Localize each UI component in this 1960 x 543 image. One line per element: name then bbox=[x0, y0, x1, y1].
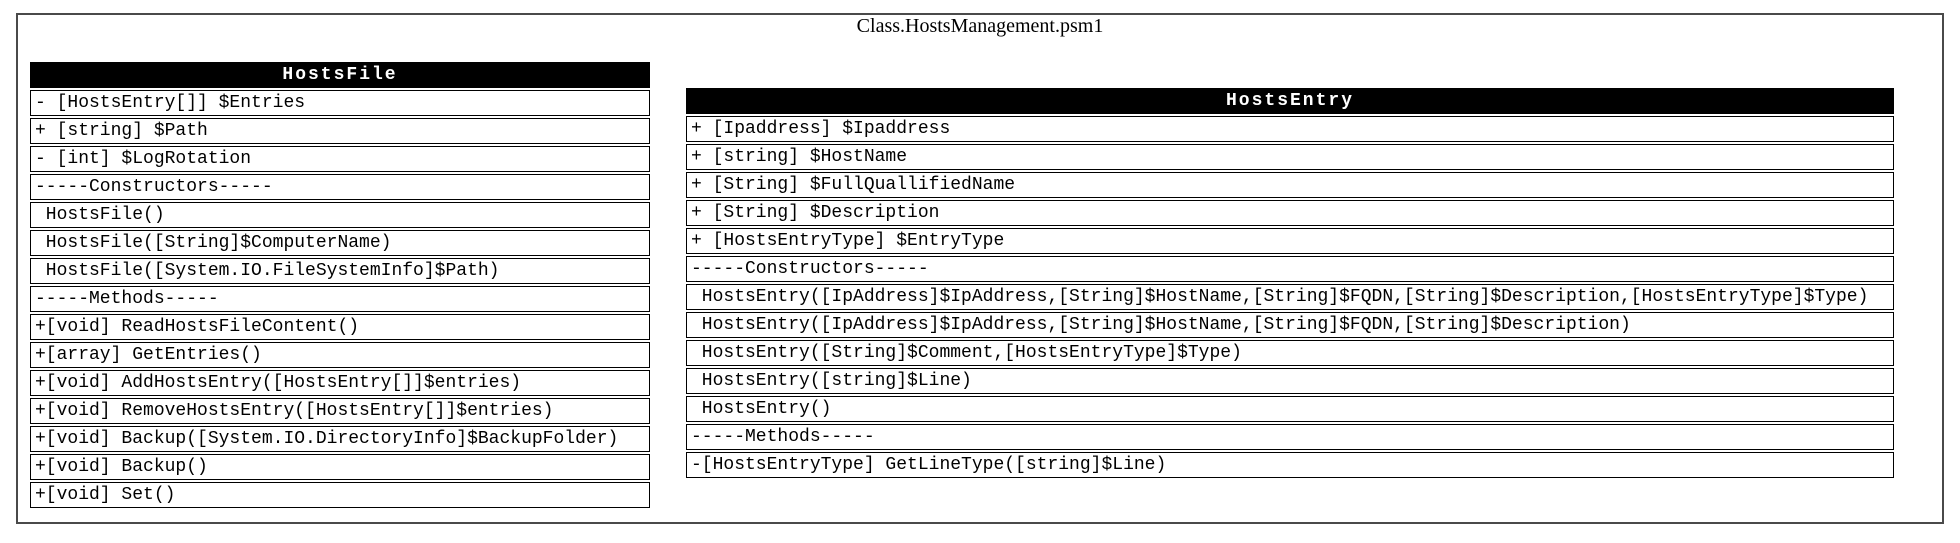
constructor-row: HostsEntry([IpAddress]$IpAddress,[String… bbox=[686, 312, 1894, 338]
diagram-title: Class.HostsManagement.psm1 bbox=[856, 15, 1104, 37]
method-row: +[array] GetEntries() bbox=[30, 342, 650, 368]
constructor-row: HostsFile() bbox=[30, 202, 650, 228]
member-row: + [string] $HostName bbox=[686, 144, 1894, 170]
class-header-hostsfile: HostsFile bbox=[30, 62, 650, 88]
section-separator-row: -----Constructors----- bbox=[30, 174, 650, 200]
method-row: +[void] Backup() bbox=[30, 454, 650, 480]
member-row: + [String] $FullQuallifiedName bbox=[686, 172, 1894, 198]
constructor-row: HostsEntry([IpAddress]$IpAddress,[String… bbox=[686, 284, 1894, 310]
class-box-hostsfile: HostsFile - [HostsEntry[]] $Entries + [s… bbox=[30, 62, 650, 510]
member-row: - [int] $LogRotation bbox=[30, 146, 650, 172]
member-row: - [HostsEntry[]] $Entries bbox=[30, 90, 650, 116]
method-row: +[void] RemoveHostsEntry([HostsEntry[]]$… bbox=[30, 398, 650, 424]
section-separator-row: -----Constructors----- bbox=[686, 256, 1894, 282]
constructor-row: HostsFile([String]$ComputerName) bbox=[30, 230, 650, 256]
method-row: +[void] Backup([System.IO.DirectoryInfo]… bbox=[30, 426, 650, 452]
section-separator-row: -----Methods----- bbox=[686, 424, 1894, 450]
method-row: -[HostsEntryType] GetLineType([string]$L… bbox=[686, 452, 1894, 478]
method-row: +[void] Set() bbox=[30, 482, 650, 508]
class-header-hostsentry: HostsEntry bbox=[686, 88, 1894, 114]
constructor-row: HostsFile([System.IO.FileSystemInfo]$Pat… bbox=[30, 258, 650, 284]
method-row: +[void] ReadHostsFileContent() bbox=[30, 314, 650, 340]
section-separator-row: -----Methods----- bbox=[30, 286, 650, 312]
member-row: + [Ipaddress] $Ipaddress bbox=[686, 116, 1894, 142]
constructor-row: HostsEntry([String]$Comment,[HostsEntryT… bbox=[686, 340, 1894, 366]
member-row: + [HostsEntryType] $EntryType bbox=[686, 228, 1894, 254]
constructor-row: HostsEntry([string]$Line) bbox=[686, 368, 1894, 394]
member-row: + [String] $Description bbox=[686, 200, 1894, 226]
class-box-hostsentry: HostsEntry + [Ipaddress] $Ipaddress + [s… bbox=[686, 88, 1894, 480]
constructor-row: HostsEntry() bbox=[686, 396, 1894, 422]
member-row: + [string] $Path bbox=[30, 118, 650, 144]
method-row: +[void] AddHostsEntry([HostsEntry[]]$ent… bbox=[30, 370, 650, 396]
